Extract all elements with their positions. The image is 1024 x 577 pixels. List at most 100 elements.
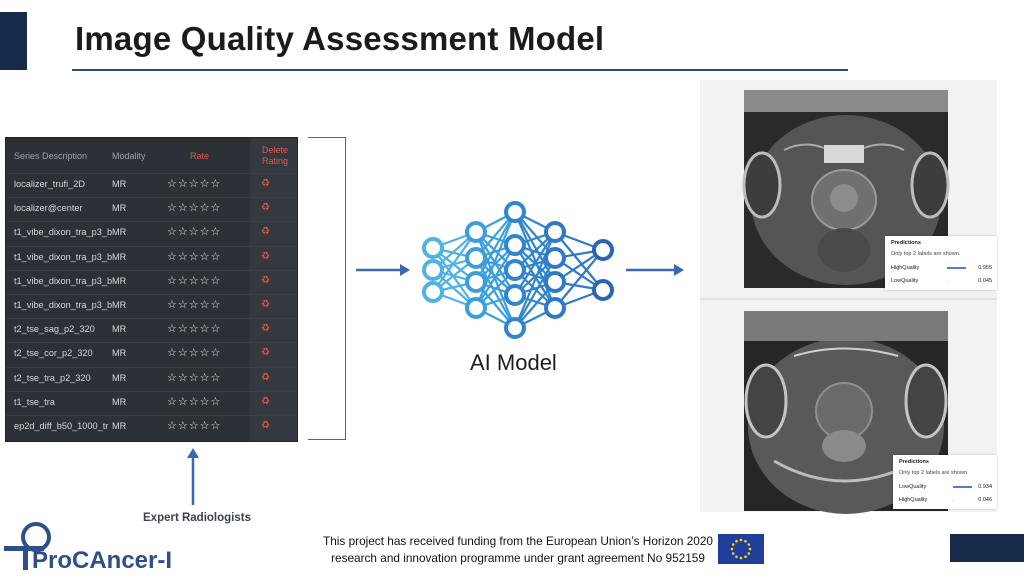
series-description: t2_tse_sag_p2_320 — [14, 324, 95, 335]
modality-value: MR — [112, 203, 127, 214]
modality-value: MR — [112, 421, 127, 431]
recycle-icon[interactable]: ♻ — [261, 420, 270, 431]
star-rating[interactable]: ☆☆☆☆☆ — [167, 371, 222, 384]
funding-statement: This project has received funding from t… — [318, 533, 718, 567]
delete-rating-button[interactable]: ♻ — [261, 299, 270, 310]
star-rating[interactable]: ☆☆☆☆☆ — [167, 250, 222, 263]
delete-rating-button[interactable]: ♻ — [261, 420, 270, 431]
row-divider — [6, 318, 297, 320]
series-description: t1_vibe_dixon_tra_p3_b — [14, 275, 113, 286]
funding-line-2: research and innovation programme under … — [331, 551, 705, 565]
star-rating[interactable]: ☆☆☆☆☆ — [167, 395, 222, 408]
eu-star — [730, 547, 734, 551]
title-underline — [72, 69, 848, 71]
eu-star — [739, 556, 743, 560]
recycle-icon[interactable]: ♻ — [261, 299, 270, 310]
recycle-icon[interactable]: ♻ — [261, 395, 270, 407]
modality-value: MR — [112, 179, 127, 189]
modality-value: MR — [112, 251, 127, 262]
prediction-heading-2: Predictions — [899, 459, 929, 465]
series-description: localizer@center — [14, 203, 83, 214]
footer-accent-bar — [950, 534, 1024, 562]
neuron-node — [592, 279, 614, 301]
prediction-card-1: Predictions Only top 2 labels are shown.… — [885, 236, 997, 290]
recycle-icon[interactable]: ♻ — [261, 202, 270, 214]
series-rating-table: Series Description Modality Rate Delete … — [5, 137, 298, 442]
series-description: ep2d_diff_b50_1000_tr — [14, 421, 109, 431]
series-description: t1_tse_tra — [14, 396, 55, 407]
recycle-icon[interactable]: ♻ — [261, 178, 270, 189]
neural-network-icon — [422, 201, 614, 339]
neuron-node — [504, 259, 526, 281]
recycle-icon[interactable]: ♻ — [261, 226, 270, 238]
star-rating[interactable]: ☆☆☆☆☆ — [167, 226, 222, 239]
delete-rating-button[interactable]: ♻ — [261, 202, 270, 213]
slide-title: Image Quality Assessment Model — [75, 20, 605, 57]
expert-radiologists-label: Expert Radiologists — [143, 512, 251, 524]
row-divider — [6, 173, 297, 174]
eu-star — [735, 539, 738, 543]
modality-value: MR — [112, 396, 127, 407]
delete-rating-button[interactable]: ♻ — [261, 372, 270, 383]
neuron-node — [465, 297, 487, 319]
table-row[interactable]: t1_tse_tra MR ☆☆☆☆☆ ♻ — [6, 391, 297, 415]
series-description: t1_vibe_dixon_tra_p3_b — [14, 251, 113, 262]
header-delete-rating[interactable]: Delete Rating — [256, 145, 294, 167]
star-rating[interactable]: ☆☆☆☆☆ — [167, 202, 222, 215]
row-divider — [6, 197, 297, 199]
neuron-node — [544, 271, 566, 293]
recycle-icon[interactable]: ♻ — [261, 274, 270, 286]
series-description: localizer_trufi_2D — [14, 179, 85, 189]
funding-line-1: This project has received funding from t… — [323, 534, 713, 548]
delete-rating-button[interactable]: ♻ — [261, 178, 270, 189]
star-rating[interactable]: ☆☆☆☆☆ — [167, 347, 222, 360]
prediction-note-2: Only top 2 labels are shown. — [899, 470, 969, 476]
procancer-logo: ProCAncer-I — [4, 522, 172, 574]
delete-rating-button[interactable]: ♻ — [261, 396, 270, 407]
recycle-icon[interactable]: ♻ — [261, 347, 270, 359]
panel-divider — [700, 298, 997, 300]
modality-value: MR — [112, 372, 127, 383]
delete-rating-button[interactable]: ♻ — [261, 251, 270, 262]
prediction-note-1: Only top 2 labels are shown. — [891, 251, 961, 257]
star-rating[interactable]: ☆☆☆☆☆ — [167, 274, 222, 287]
neuron-node — [422, 281, 444, 303]
delete-rating-button[interactable]: ♻ — [261, 275, 270, 286]
header-rate[interactable]: Rate — [190, 151, 210, 161]
recycle-icon[interactable]: ♻ — [261, 323, 270, 335]
recycle-icon[interactable]: ♻ — [261, 250, 270, 262]
eu-star — [735, 555, 738, 559]
header-series-description[interactable]: Series Description — [14, 151, 88, 161]
arrow-up-experts-icon — [187, 448, 199, 505]
eu-star — [731, 552, 735, 555]
star-rating[interactable]: ☆☆☆☆☆ — [167, 323, 222, 336]
modality-value: MR — [112, 300, 127, 310]
delete-rating-button[interactable]: ♻ — [261, 323, 270, 334]
recycle-icon[interactable]: ♻ — [261, 371, 270, 383]
star-rating[interactable]: ☆☆☆☆☆ — [167, 299, 222, 311]
prediction-bar-1a — [947, 267, 966, 269]
neuron-node — [544, 297, 566, 319]
delete-rating-button[interactable]: ♻ — [261, 226, 270, 237]
neuron-node — [465, 221, 487, 243]
series-description: t1_vibe_dixon_tra_p3_b — [14, 227, 113, 238]
arrow-to-model-icon — [356, 264, 410, 276]
eu-star — [731, 543, 735, 546]
star-rating[interactable]: ☆☆☆☆☆ — [167, 178, 222, 190]
header-modality[interactable]: Modality — [112, 151, 146, 161]
delete-rating-button[interactable]: ♻ — [261, 347, 270, 358]
table-row[interactable]: localizer_trufi_2D MR ☆☆☆☆☆ ♻ — [6, 173, 297, 197]
prediction-value-2b: 0.046 — [978, 497, 992, 503]
table-row[interactable]: localizer@center MR ☆☆☆☆☆ ♻ — [6, 197, 297, 221]
star-rating[interactable]: ☆☆☆☆☆ — [167, 420, 222, 432]
row-divider — [6, 342, 297, 344]
ai-model-label: AI Model — [470, 350, 557, 375]
